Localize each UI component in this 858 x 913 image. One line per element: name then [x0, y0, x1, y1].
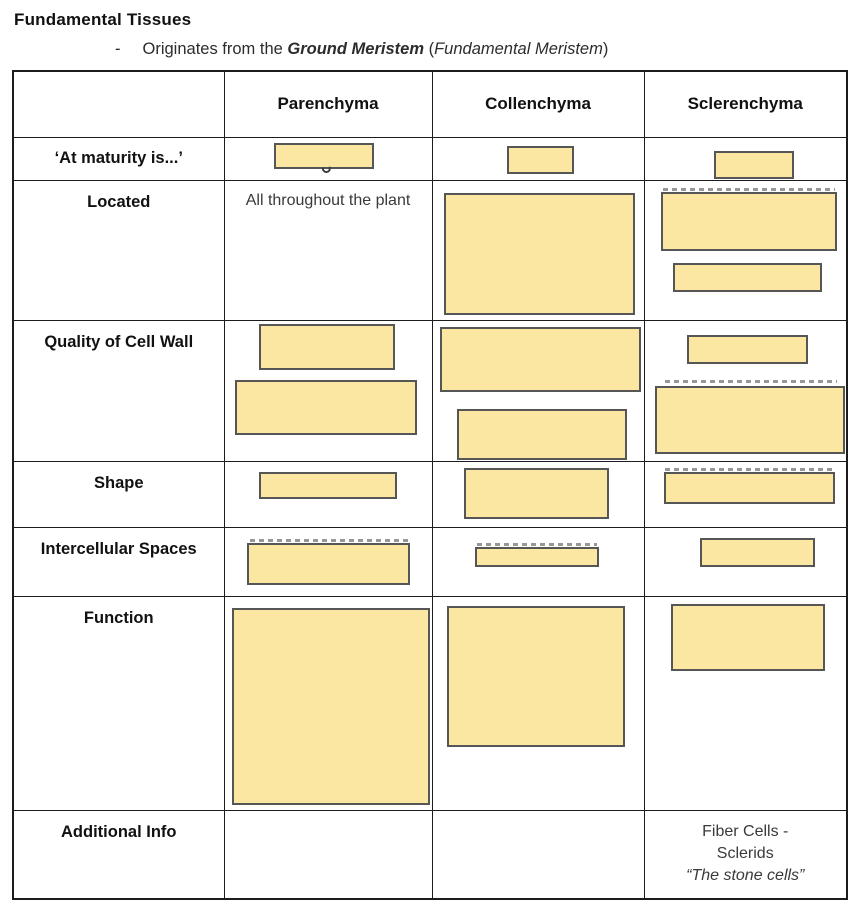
cell-intercellular-collenchyma	[431, 526, 645, 597]
cell-shape-sclerenchyma	[643, 460, 848, 528]
highlight-redaction-box[interactable]	[672, 262, 822, 292]
column-header-sclerenchyma: Sclerenchyma	[643, 70, 848, 138]
highlight-redaction-box[interactable]	[660, 191, 837, 251]
highlight-redaction-box[interactable]	[443, 192, 635, 315]
highlight-redaction-box[interactable]	[246, 542, 410, 585]
cell-quality-sclerenchyma	[643, 319, 848, 462]
highlight-redaction-box[interactable]	[663, 471, 835, 504]
highlight-redaction-box[interactable]	[713, 150, 794, 179]
table-row-header: Parenchyma Collenchyma Sclerenchyma	[12, 70, 848, 138]
cell-additional-sclerenchyma: Fiber Cells - Sclerids “The stone cells”	[643, 809, 848, 900]
table-row-maturity: ‘At maturity is...’	[12, 136, 848, 181]
highlight-redaction-box[interactable]	[654, 385, 845, 454]
bullet-dash: -	[115, 40, 121, 58]
cell-maturity-sclerenchyma	[643, 136, 848, 181]
cell-quality-parenchyma	[223, 319, 433, 462]
cell-shape-collenchyma	[431, 460, 645, 528]
cell-located-collenchyma	[431, 179, 645, 321]
row-label-located: Located	[12, 179, 225, 321]
column-header-collenchyma: Collenchyma	[431, 70, 645, 138]
additional-line-3: “The stone cells”	[686, 867, 805, 885]
table-row-located: Located All throughout the plant	[12, 179, 848, 321]
cell-function-sclerenchyma	[643, 595, 848, 811]
highlight-redaction-box[interactable]	[234, 379, 417, 435]
additional-line-2: Sclerids	[716, 844, 774, 862]
row-label-intercellular: Intercellular Spaces	[12, 526, 225, 597]
cell-function-collenchyma	[431, 595, 645, 811]
obscured-text-fragment	[664, 467, 833, 471]
additional-line-1: Fiber Cells -	[702, 822, 789, 840]
cell-shape-parenchyma	[223, 460, 433, 528]
highlight-redaction-box[interactable]	[463, 467, 609, 519]
cell-located-parenchyma: All throughout the plant	[223, 179, 433, 321]
highlight-redaction-box[interactable]	[686, 334, 808, 364]
cell-intercellular-parenchyma	[223, 526, 433, 597]
table-row-intercellular: Intercellular Spaces	[12, 526, 848, 597]
highlight-redaction-box[interactable]	[258, 323, 395, 370]
row-label-additional: Additional Info	[12, 809, 225, 900]
table-row-shape: Shape	[12, 460, 848, 528]
subtitle-bullet: - Originates from the Ground Meristem (F…	[115, 40, 608, 59]
cell-located-sclerenchyma	[643, 179, 848, 321]
cell-function-parenchyma	[223, 595, 433, 811]
highlight-redaction-box[interactable]	[699, 537, 815, 567]
highlight-redaction-box[interactable]	[439, 326, 641, 392]
row-label-function: Function	[12, 595, 225, 811]
highlight-redaction-box[interactable]	[456, 408, 627, 460]
cell-maturity-parenchyma	[223, 136, 433, 181]
row-label-quality: Quality of Cell Wall	[12, 319, 225, 462]
highlight-redaction-box[interactable]	[231, 607, 430, 805]
highlight-redaction-box[interactable]	[273, 142, 374, 169]
highlight-redaction-box[interactable]	[446, 605, 625, 747]
cell-additional-parenchyma	[223, 809, 433, 900]
cell-header-blank	[12, 70, 225, 138]
obscured-text-fragment	[664, 379, 837, 383]
cell-additional-collenchyma	[431, 809, 645, 900]
tissue-comparison-table: Parenchyma Collenchyma Sclerenchyma ‘At …	[12, 70, 848, 900]
additional-sclerenchyma-text: Fiber Cells - Sclerids “The stone cells”	[645, 811, 847, 888]
obscured-text-fragment	[476, 542, 597, 546]
highlight-redaction-box[interactable]	[506, 145, 574, 174]
column-header-parenchyma: Parenchyma	[223, 70, 433, 138]
highlight-redaction-box[interactable]	[670, 603, 825, 671]
obscured-text-fragment	[249, 538, 408, 542]
row-label-shape: Shape	[12, 460, 225, 528]
table-row-function: Function	[12, 595, 848, 811]
cell-quality-collenchyma	[431, 319, 645, 462]
cell-intercellular-sclerenchyma	[643, 526, 848, 597]
subtitle-text: Originates from the Ground Meristem (Fun…	[142, 40, 609, 58]
row-label-maturity: ‘At maturity is...’	[12, 136, 225, 181]
cell-maturity-collenchyma	[431, 136, 645, 181]
located-parenchyma-text: All throughout the plant	[245, 191, 411, 209]
obscured-text-fragment	[662, 187, 835, 191]
table-row-quality: Quality of Cell Wall	[12, 319, 848, 462]
obscured-text-fragment	[321, 166, 331, 173]
subtitle-emphasis: Ground Meristem	[287, 40, 424, 58]
table-row-additional: Additional Info Fiber Cells - Sclerids “…	[12, 809, 848, 900]
subtitle-paren-italic: Fundamental Meristem	[434, 40, 603, 58]
page-title: Fundamental Tissues	[14, 10, 192, 29]
highlight-redaction-box[interactable]	[258, 471, 397, 499]
highlight-redaction-box[interactable]	[474, 546, 599, 567]
